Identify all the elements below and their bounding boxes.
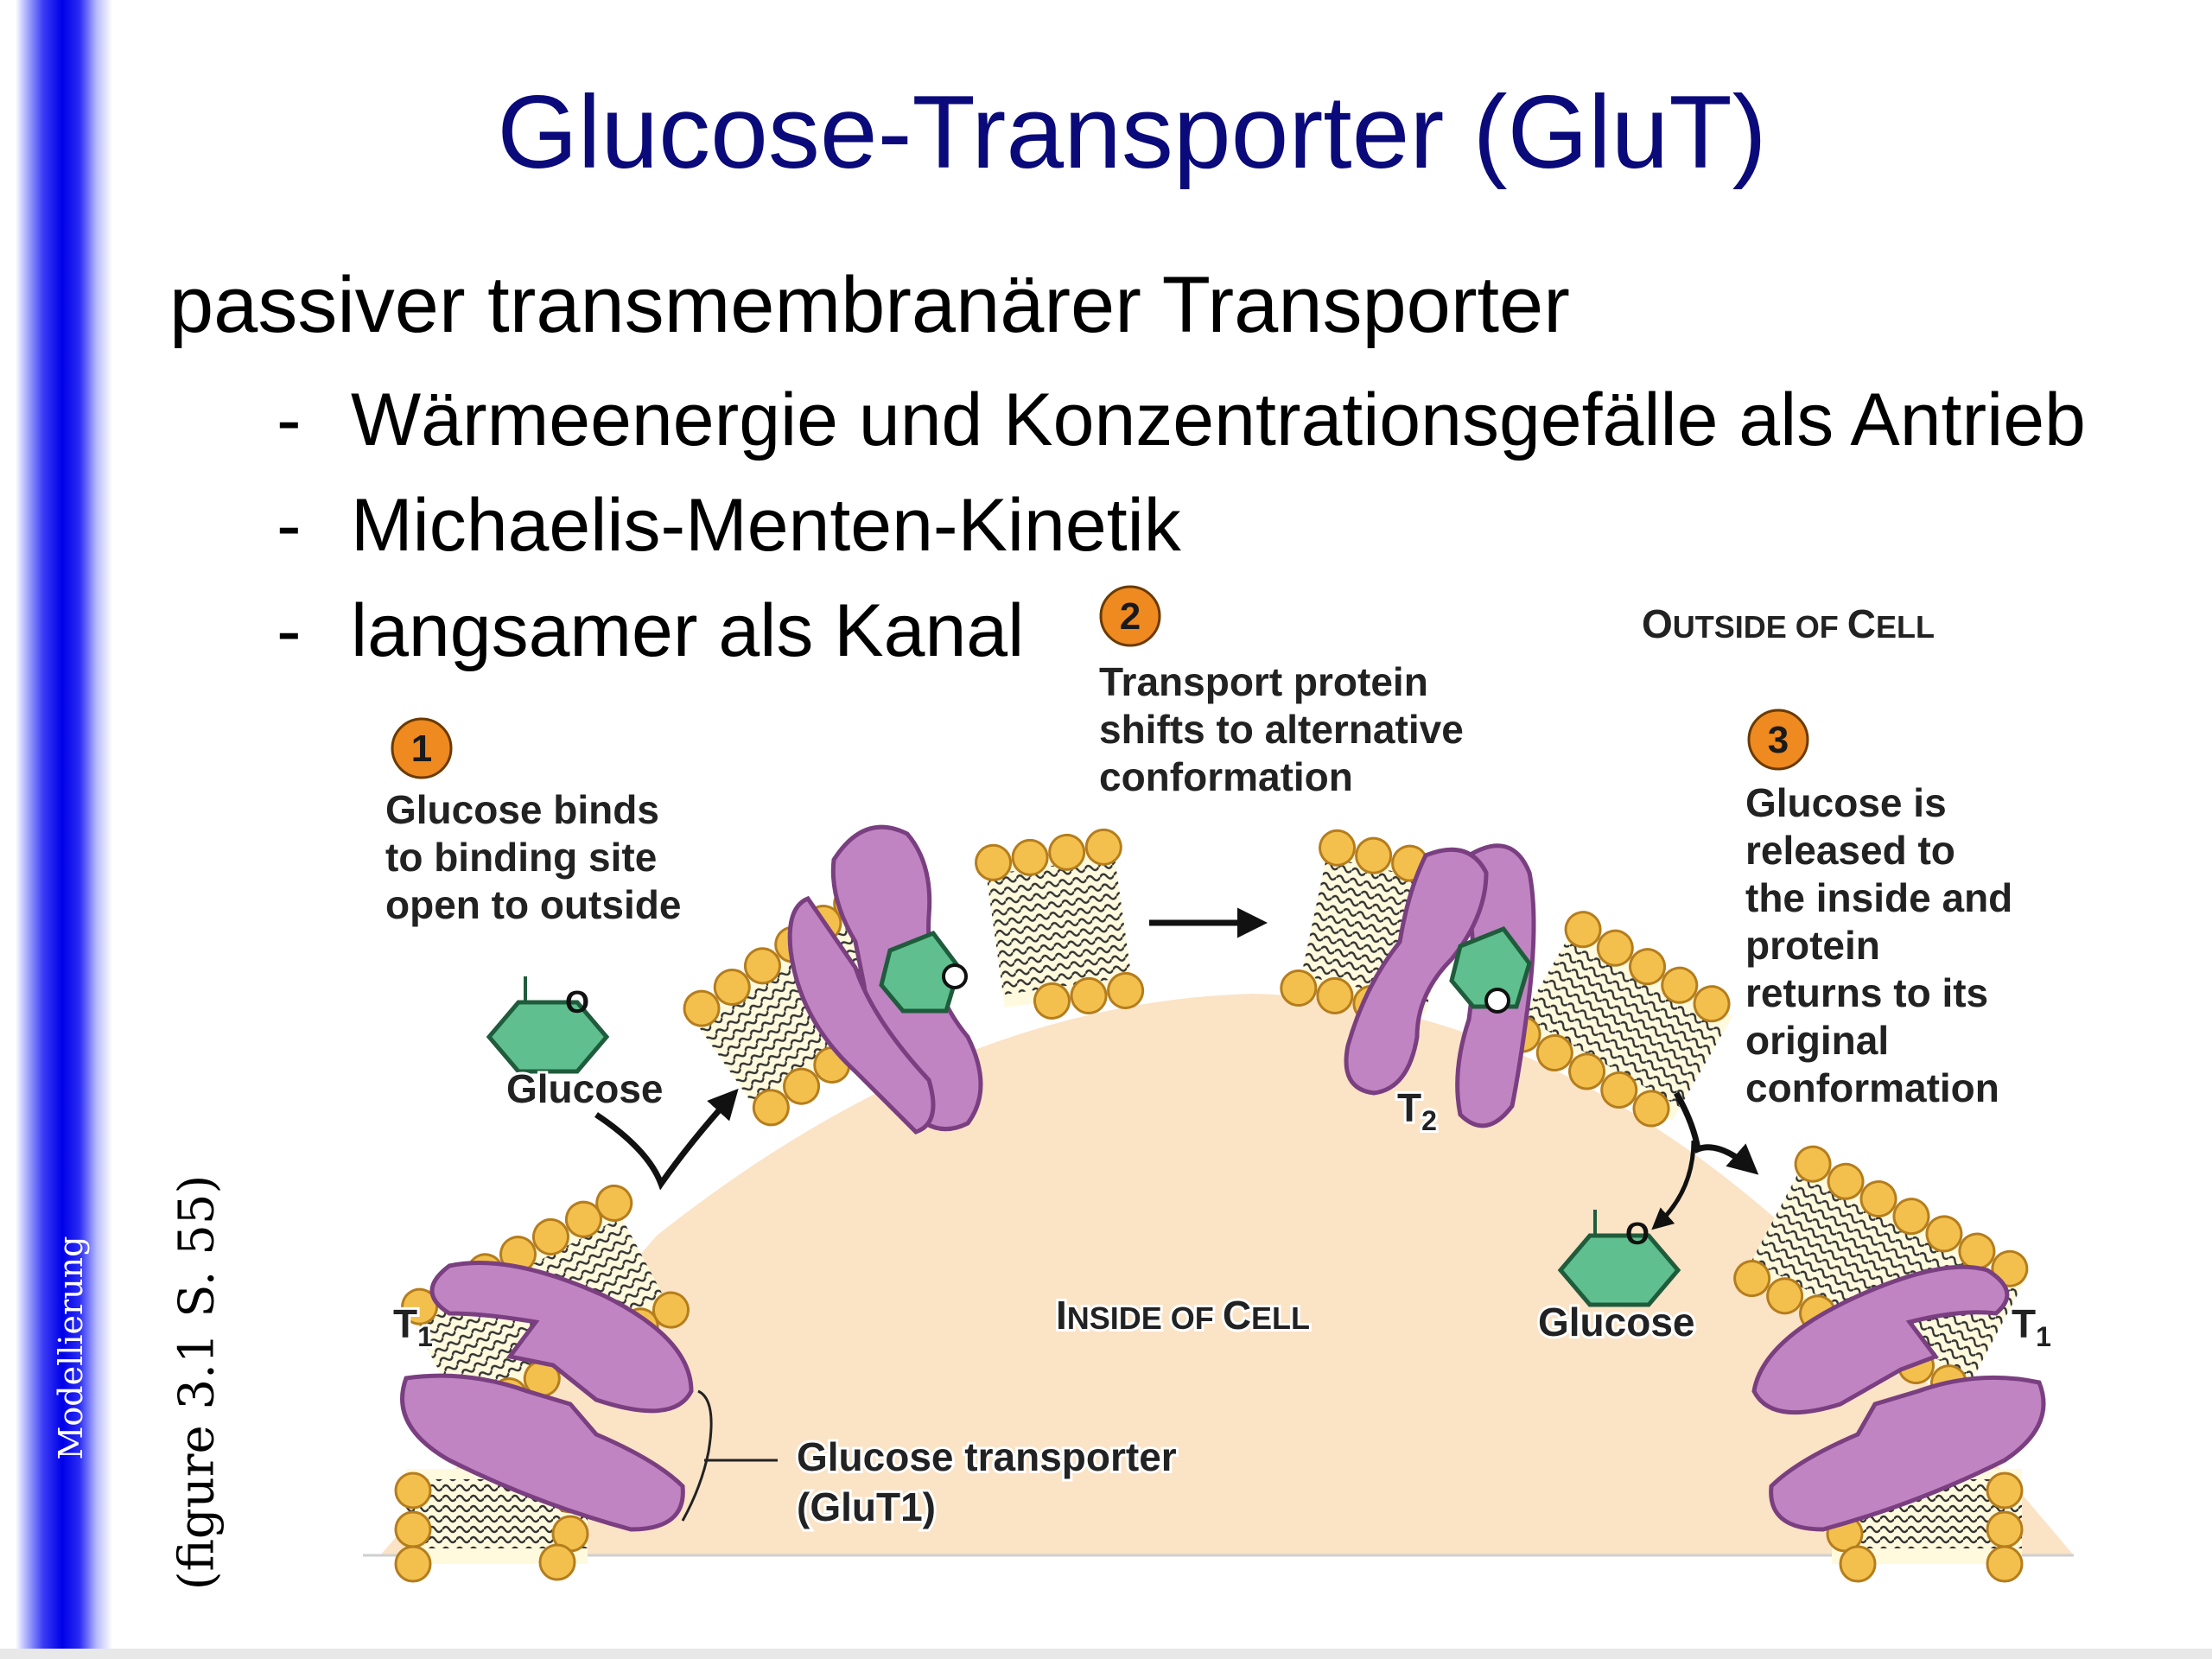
transporter-t1-right (1751, 1264, 2046, 1532)
step-3-text: Glucose is released to the inside and pr… (1745, 780, 2024, 1110)
glucose-molecule-outside: O (486, 976, 610, 1074)
state-t2: T2 (1397, 1085, 1437, 1136)
glucose-o-label: O (565, 984, 589, 1020)
bullet-dash: - (276, 589, 302, 672)
step-2-text: Transport protein shifts to alternative … (1099, 659, 1475, 799)
arrow-release (1673, 1091, 1759, 1175)
bullet-item: -Wärmeenergie und Konzentrationsgefälle … (276, 377, 2086, 463)
bullet-item: -Michaelis-Menten-Kinetik (276, 482, 1181, 569)
membrane-upper-right (1503, 911, 1733, 1128)
bullet-item: -langsamer als Kanal (276, 588, 1024, 674)
bullet-text: langsamer als Kanal (351, 589, 1025, 672)
membrane-upper-mid-left (975, 828, 1145, 1020)
lead-text: passiver transmembranärer Transporter (169, 261, 1570, 349)
glucose-label-outside: Glucose (506, 1066, 664, 1111)
state-t1-left: T1 (393, 1301, 433, 1352)
footer-line (0, 1649, 2212, 1659)
arrow-release-glucose (1651, 1140, 1696, 1230)
bullet-dash: - (276, 484, 302, 567)
bullet-dash: - (276, 378, 302, 461)
glucose-molecule-t2 (1449, 925, 1532, 1014)
sidebar-band: Modellierung (0, 0, 112, 1659)
glucose-molecule-bound (879, 930, 968, 1014)
step-1-text: Glucose binds to binding site open to ou… (385, 787, 681, 927)
transporter-t1-left (400, 1261, 694, 1532)
step-2-badge: 2 (1099, 585, 1161, 647)
outside-of-cell-label: OUTSIDE OF CELL (1642, 601, 1935, 646)
transporter-bracket (681, 1389, 713, 1522)
step-1-badge: 1 (391, 717, 453, 779)
inside-of-cell-label: INSIDE OF CELL (1056, 1293, 1310, 1338)
svg-text:2: 2 (1120, 595, 1141, 638)
svg-text:1: 1 (411, 728, 432, 770)
slide-title: Glucose-Transporter (GluT) (497, 74, 1767, 190)
glucose-label-inside: Glucose (1538, 1300, 1695, 1344)
bullet-text: Michaelis-Menten-Kinetik (351, 484, 1181, 567)
cytoplasm (380, 994, 2074, 1555)
membrane-bottom-left (394, 1469, 589, 1583)
bullet-text: Wärmeenergie und Konzentrationsgefälle a… (351, 378, 2086, 461)
glucose-o-label: O (1625, 1216, 1649, 1251)
step-3-badge: 3 (1747, 709, 1809, 771)
svg-text:3: 3 (1768, 719, 1789, 761)
arrow-bind (594, 1088, 739, 1191)
glucose-transporter-label: Glucose transporter (GluT1) (797, 1434, 1187, 1529)
state-t1-right: T1 (2012, 1301, 2051, 1352)
glucose-molecule-inside: O (1557, 1210, 1681, 1307)
